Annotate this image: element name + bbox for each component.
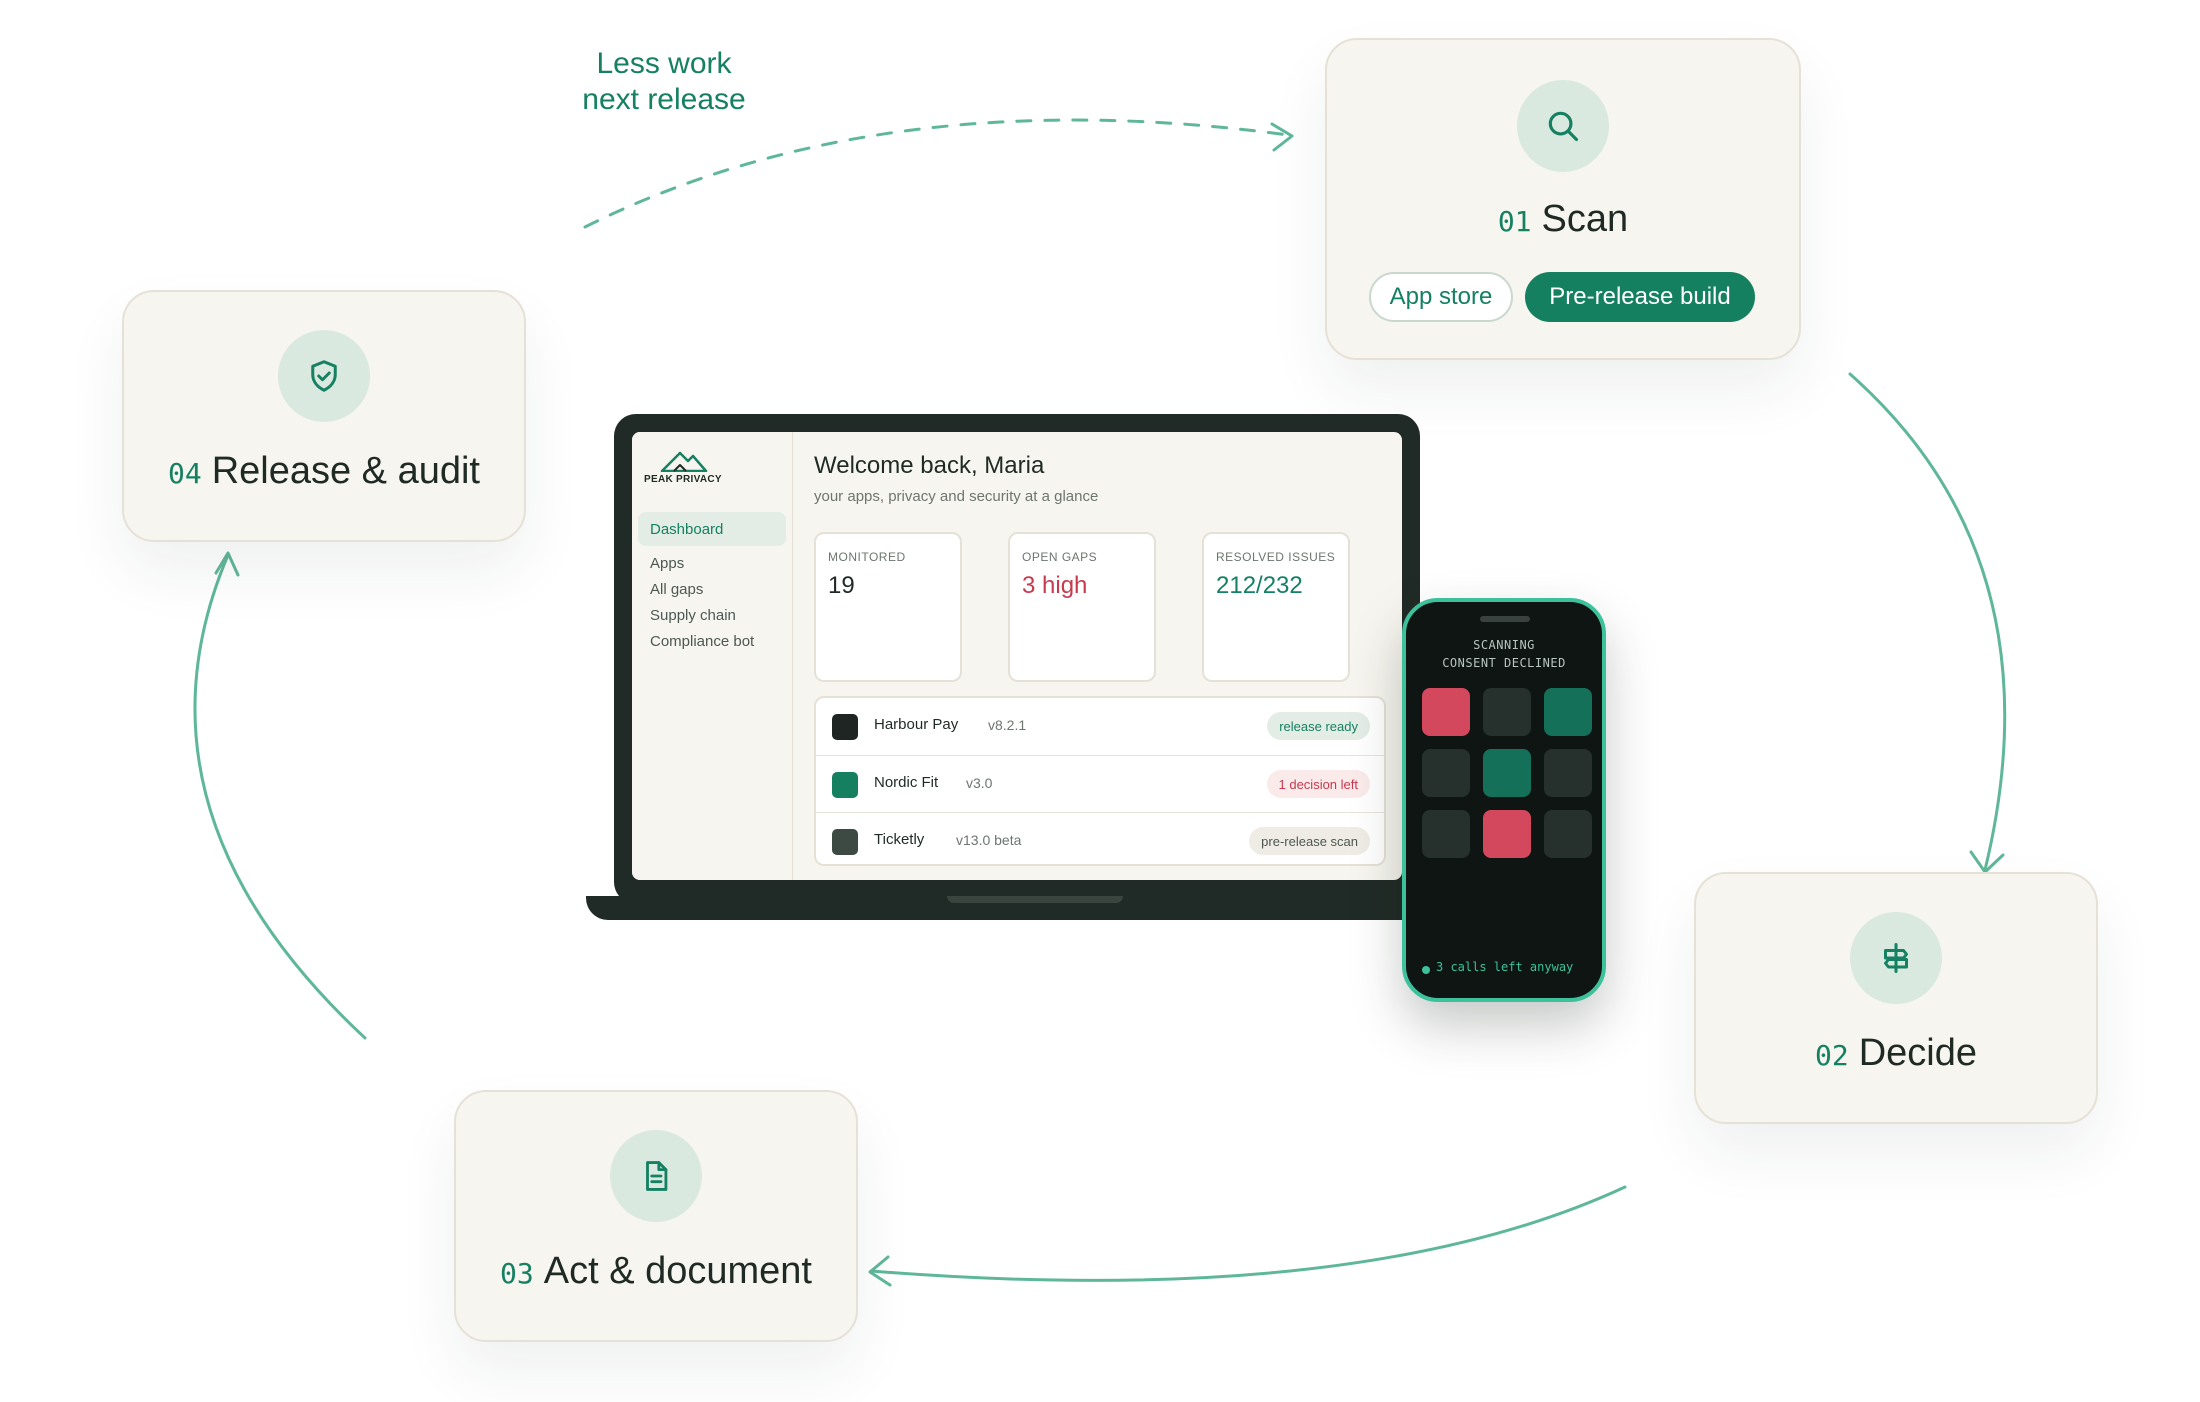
stat-value: 212/232 xyxy=(1216,572,1303,599)
stat-open-gaps-card[interactable]: OPEN GAPS 3 high xyxy=(1008,532,1156,682)
app-name: Harbour Pay xyxy=(874,716,959,733)
step-scan-card: 01 Scan App store Pre-release build xyxy=(1325,38,1801,360)
arrow-scan-to-decide-head xyxy=(1969,850,2005,874)
app-name: Nordic Fit xyxy=(874,774,939,791)
scan-tile-dark xyxy=(1422,749,1470,797)
step-act-title: 03 Act & document xyxy=(456,1250,856,1293)
step-label: Decide xyxy=(1858,1032,1977,1074)
step-label: Scan xyxy=(1541,198,1629,240)
step-release-card: 04 Release & audit xyxy=(122,290,526,542)
step-scan-title: 01 Scan xyxy=(1327,198,1799,241)
status-dot-icon xyxy=(1422,966,1430,974)
welcome-heading: Welcome back, Maria xyxy=(814,452,1045,479)
step-label: Act & document xyxy=(543,1250,812,1292)
scan-tile-red xyxy=(1422,688,1470,736)
scan-status-line-1: SCANNING xyxy=(1473,638,1535,652)
nav-all-gaps[interactable]: All gaps xyxy=(650,580,704,598)
search-icon xyxy=(1517,80,1609,172)
app-version: v3.0 xyxy=(966,775,993,791)
nav-compliance-bot[interactable]: Compliance bot xyxy=(650,632,755,650)
scan-tile-dark xyxy=(1422,810,1470,858)
app-store-option-button[interactable]: App store xyxy=(1369,272,1513,322)
arrow-release-to-scan-head xyxy=(1270,122,1294,152)
arrow-release-to-scan xyxy=(583,118,1290,229)
scan-tile-dark xyxy=(1483,688,1531,736)
stat-value: 3 high xyxy=(1022,572,1088,599)
nav-apps[interactable]: Apps xyxy=(650,554,685,572)
shield-check-icon xyxy=(278,330,370,422)
phone-scanner: SCANNING CONSENT DECLINED 3 calls left a… xyxy=(1402,598,1606,1002)
nav-supply-chain[interactable]: Supply chain xyxy=(650,606,736,624)
app-icon xyxy=(832,772,858,798)
stat-label: RESOLVED ISSUES xyxy=(1216,550,1336,564)
arrow-scan-to-decide xyxy=(1848,372,2007,872)
scan-tile-green xyxy=(1544,688,1592,736)
stat-value: 19 xyxy=(828,572,855,599)
app-version: v13.0 beta xyxy=(956,832,1022,848)
stat-resolved-issues-card[interactable]: RESOLVED ISSUES 212/232 xyxy=(1202,532,1350,682)
app-row-nordic-fit[interactable]: Nordic Fit v3.0 1 decision left xyxy=(816,755,1384,812)
scan-tile-dark xyxy=(1544,810,1592,858)
status-badge: 1 decision left xyxy=(1266,770,1370,798)
scan-tile-dark xyxy=(1544,749,1592,797)
scan-tile-red xyxy=(1483,810,1531,858)
caption-line-2: next release xyxy=(582,83,746,116)
app-name: Ticketly xyxy=(874,831,925,848)
phone-notch xyxy=(1480,616,1530,622)
welcome-subtitle: your apps, privacy and security at a gla… xyxy=(814,488,1099,505)
step-decide-title: 02 Decide xyxy=(1696,1032,2096,1075)
step-release-title: 04 Release & audit xyxy=(124,450,524,493)
app-icon xyxy=(832,829,858,855)
scan-tile-grid xyxy=(1422,688,1592,858)
scan-tile-green xyxy=(1483,749,1531,797)
app-version: v8.2.1 xyxy=(988,717,1027,733)
stat-label: OPEN GAPS xyxy=(1022,550,1098,564)
arrow-act-to-release xyxy=(193,553,367,1040)
peak-privacy-logo: PEAK PRIVACY xyxy=(644,450,724,486)
laptop-notch xyxy=(947,896,1123,903)
step-label: Release & audit xyxy=(211,450,480,492)
status-badge: pre-release scan xyxy=(1249,827,1370,855)
document-icon xyxy=(610,1130,702,1222)
step-number: 02 xyxy=(1814,1039,1849,1072)
step-number: 04 xyxy=(167,457,202,490)
step-number: 01 xyxy=(1497,205,1532,238)
stat-label: MONITORED xyxy=(828,550,906,564)
cycle-caption: Less work next release xyxy=(544,46,784,118)
app-icon xyxy=(832,714,858,740)
app-row-harbour-pay[interactable]: Harbour Pay v8.2.1 release ready xyxy=(816,698,1384,754)
dashboard-screen: PEAK PRIVACY Dashboard Apps All gaps Sup… xyxy=(632,432,1402,880)
arrow-decide-to-act-head xyxy=(868,1255,892,1287)
brand-name: PEAK PRIVACY xyxy=(644,474,722,485)
mountain-logo-icon xyxy=(660,451,708,472)
step-decide-card: 02 Decide xyxy=(1694,872,2098,1124)
scan-footer-text: 3 calls left anyway xyxy=(1436,960,1574,974)
nav-dashboard[interactable]: Dashboard xyxy=(638,512,786,546)
pre-release-build-option-button[interactable]: Pre-release build xyxy=(1525,272,1755,322)
signpost-icon xyxy=(1850,912,1942,1004)
app-row-ticketly[interactable]: Ticketly v13.0 beta pre-release scan xyxy=(816,812,1384,869)
scan-status-line-2: CONSENT DECLINED xyxy=(1442,656,1566,670)
arrow-decide-to-act xyxy=(869,1185,1627,1282)
dashboard-sidebar: PEAK PRIVACY Dashboard Apps All gaps Sup… xyxy=(632,432,793,880)
arrow-act-to-release-head xyxy=(214,551,240,577)
caption-line-1: Less work xyxy=(596,47,732,80)
apps-list: Harbour Pay v8.2.1 release ready Nordic … xyxy=(814,696,1386,866)
step-act-card: 03 Act & document xyxy=(454,1090,858,1342)
status-badge: release ready xyxy=(1267,712,1370,740)
step-number: 03 xyxy=(500,1257,534,1290)
stat-monitored-card[interactable]: MONITORED 19 xyxy=(814,532,962,682)
